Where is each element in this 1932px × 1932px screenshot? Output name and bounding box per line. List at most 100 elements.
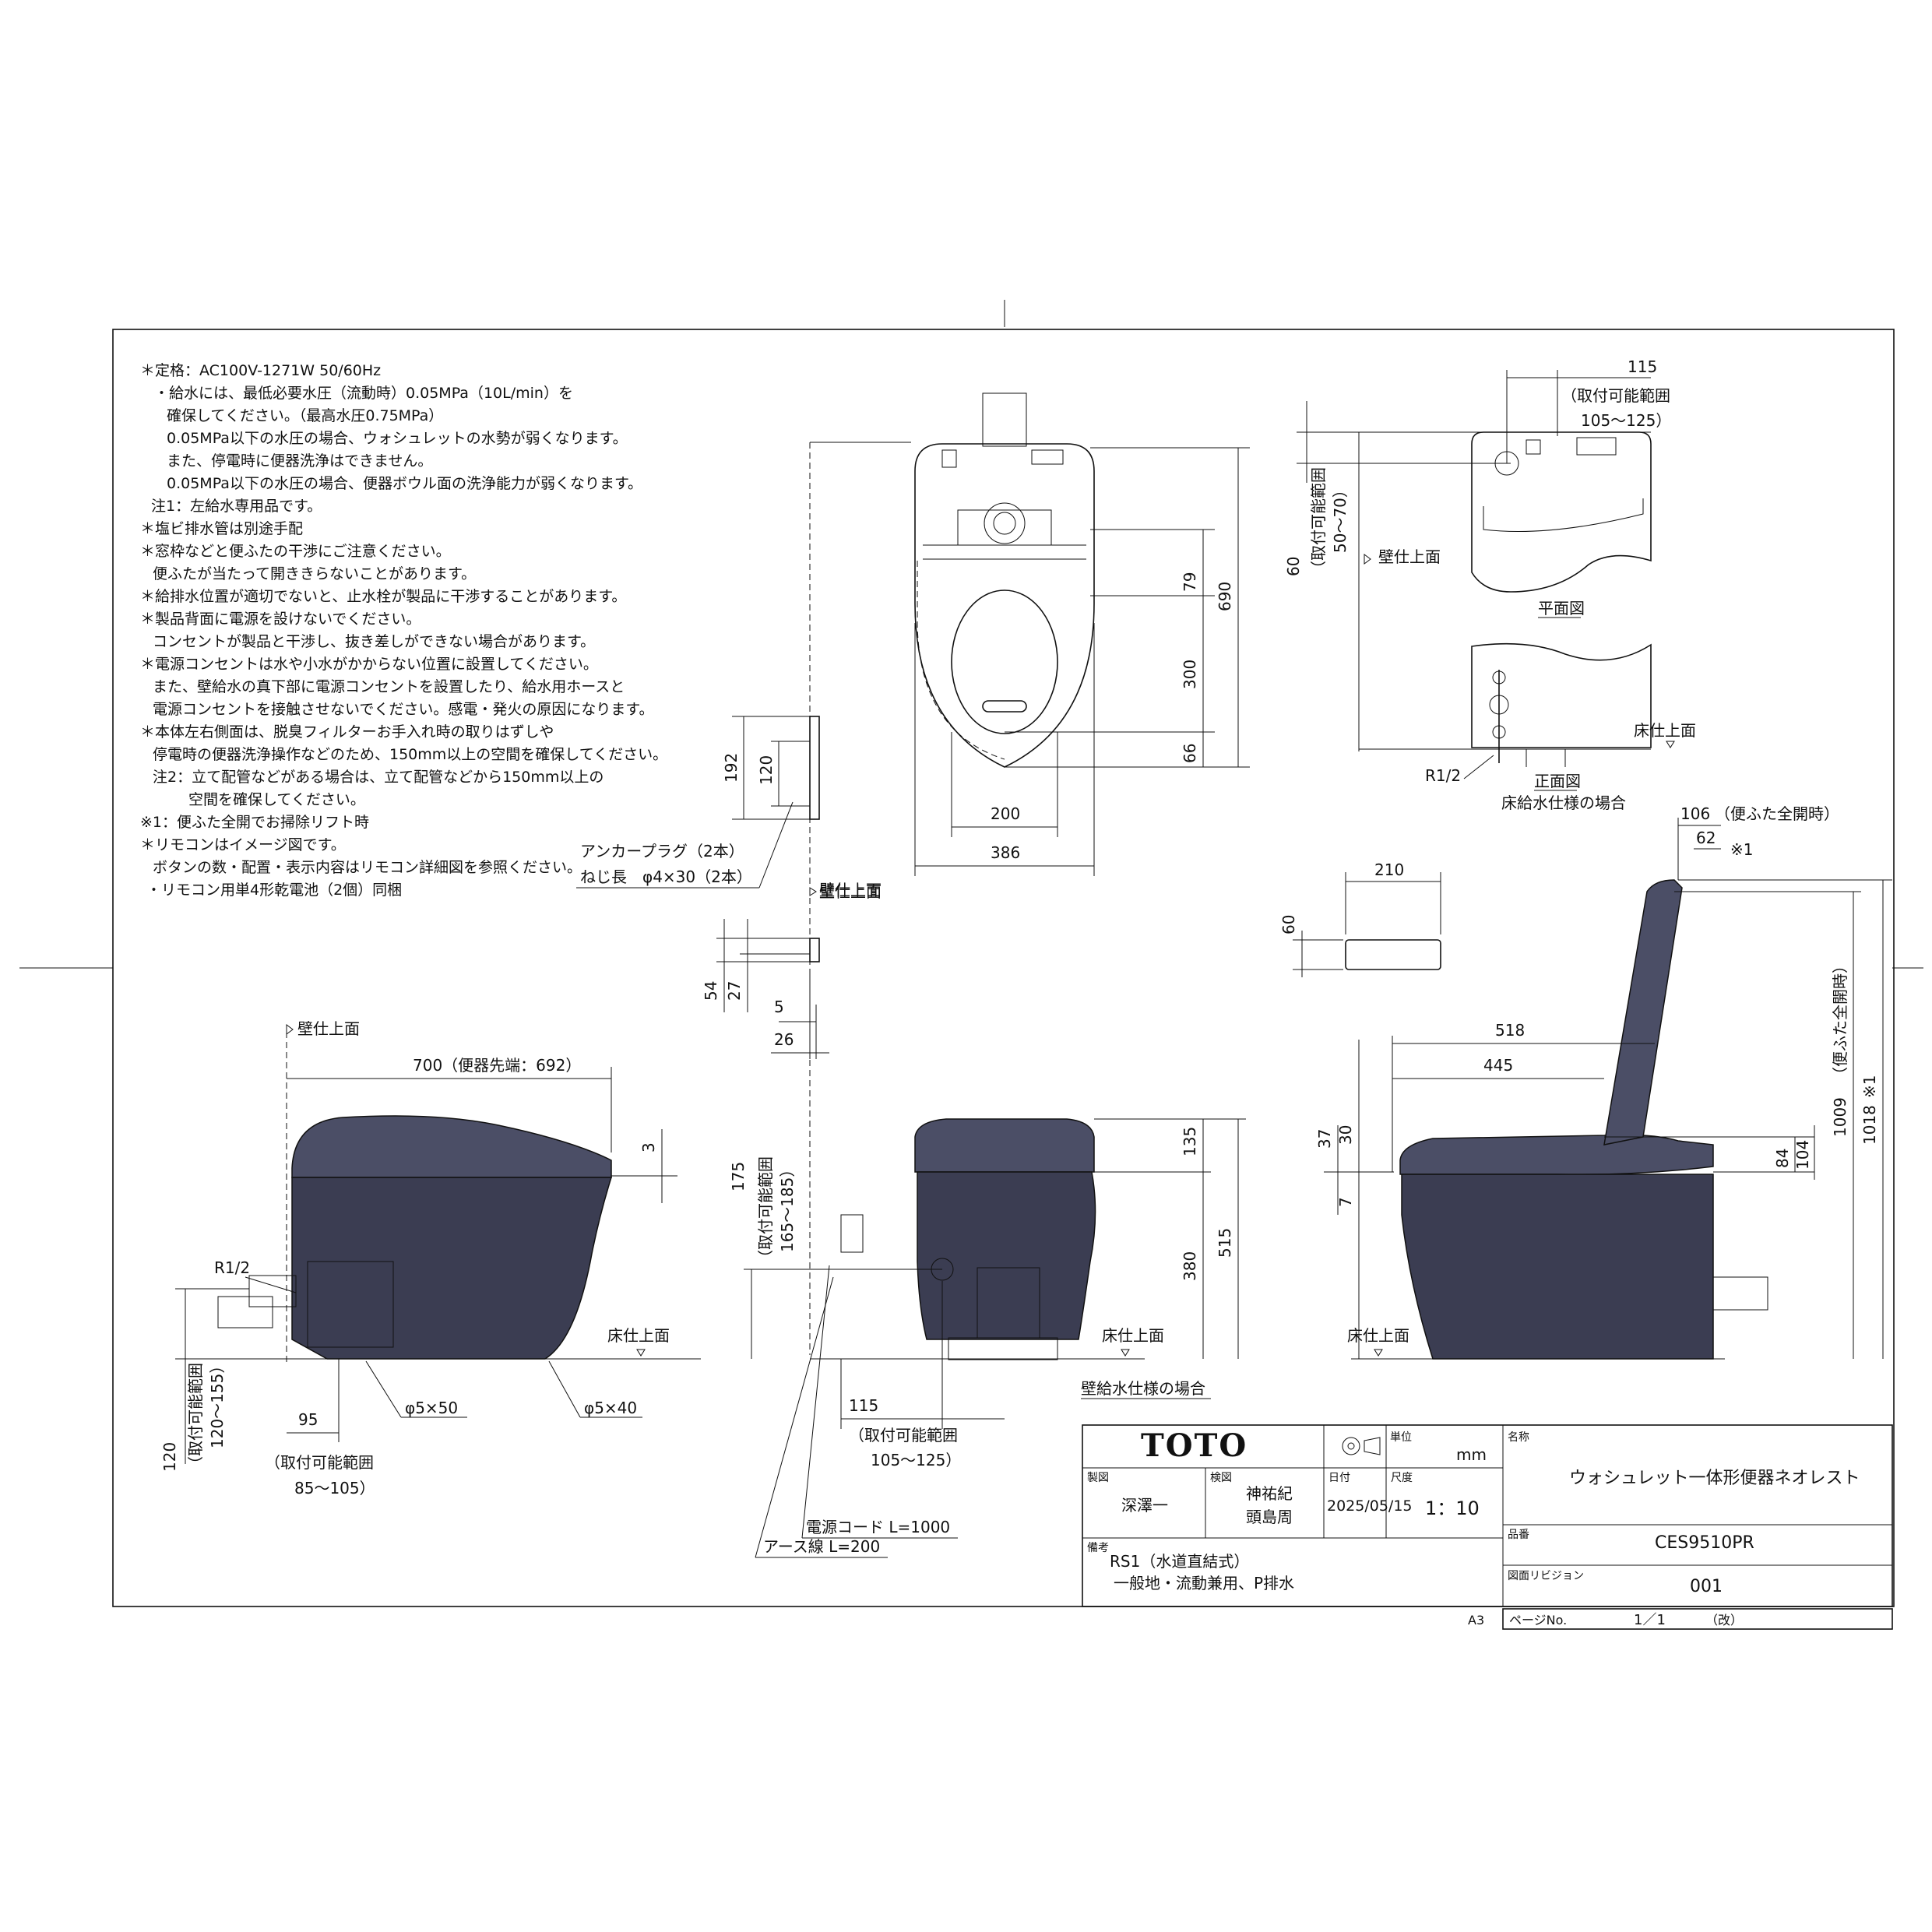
- note-line: 空間を確保してください。: [188, 791, 365, 808]
- drawn-by: 深澤一: [1121, 1496, 1168, 1515]
- power-cord-label: 電源コード L=1000: [806, 1518, 950, 1536]
- note-line: 電源コンセントを接触させないでください。感電・発火の原因になります。: [153, 701, 654, 718]
- drawing-frame: [112, 329, 1895, 1607]
- note-line: ・リモコン用単4形乾電池（2個）同梱: [146, 882, 402, 899]
- scale-value: 1：10: [1425, 1497, 1480, 1519]
- body-side: [291, 1177, 613, 1360]
- range-value: 105～125）: [1581, 411, 1671, 430]
- note-line: ボタンの数・配置・表示内容はリモコン詳細図を参照ください。: [153, 859, 582, 876]
- body-front: [917, 1171, 1096, 1340]
- remarks-line-2: 一般地・流動兼用、P排水: [1114, 1574, 1294, 1592]
- checked-by-2: 頭島周: [1246, 1508, 1293, 1526]
- dim-1018: 1018: [1860, 1105, 1879, 1145]
- dim-95: 95: [298, 1410, 318, 1429]
- note-line: ＊電源コンセントは水や小水がかからない位置に設置してください。: [140, 656, 598, 673]
- floor-face-label-side: 床仕上面: [607, 1326, 670, 1345]
- toilet-top-view: 690 79 300 66 200 386 192 120 アンカープラグ（2本…: [576, 392, 1250, 1355]
- note-line: 0.05MPa以下の水圧の場合、ウォシュレットの水勢が弱くなります。: [167, 430, 628, 447]
- checked-label: 検図: [1210, 1472, 1232, 1484]
- r12-label-side: R1/2: [214, 1258, 250, 1277]
- dim-104: 104: [1793, 1140, 1812, 1170]
- paper-size: A3: [1468, 1613, 1484, 1628]
- dim-37: 37: [1315, 1129, 1334, 1149]
- note-line: 確保してください。（最高水圧0.75MPa）: [167, 407, 443, 424]
- control-box: [1031, 449, 1064, 465]
- dim-106: 106: [1680, 804, 1710, 823]
- plan-detail: [1483, 498, 1644, 532]
- dim-66: 66: [1181, 744, 1199, 763]
- remarks-line-1: RS1（水道直結式）: [1110, 1552, 1249, 1571]
- note-line: 注2：立て配管などがある場合は、立て配管などから150mm以上の: [153, 769, 604, 786]
- dim-84: 84: [1773, 1149, 1792, 1168]
- model-value: CES9510PR: [1655, 1533, 1754, 1553]
- note-line: コンセントが製品と干渉し、抜き差しができない場合があります。: [153, 633, 595, 650]
- page-row: [1502, 1608, 1893, 1630]
- scale-label: 尺度: [1391, 1472, 1413, 1484]
- range-label: （取付可能範囲: [849, 1426, 958, 1445]
- name-label: 名称: [1508, 1431, 1529, 1444]
- remote-top-detail: 210 60: [1279, 860, 1441, 977]
- mark-1-top: ※1: [1730, 840, 1753, 859]
- dim-518: 518: [1495, 1021, 1525, 1040]
- projection-symbol: [1342, 1437, 1381, 1455]
- wall-face-label: 壁仕上面: [819, 882, 882, 901]
- phi-5x50-label: φ5×50: [405, 1399, 458, 1417]
- dim-690: 690: [1216, 582, 1234, 611]
- model-label: 品番: [1508, 1529, 1529, 1541]
- wall-face-label-2: 壁仕上面: [819, 881, 882, 899]
- earth-line: [755, 1276, 834, 1558]
- dim-30: 30: [1336, 1125, 1355, 1145]
- dim-3: 3: [639, 1142, 658, 1153]
- note-line: ＊リモコンはイメージ図です。: [140, 836, 346, 853]
- wall-face-label: 壁仕上面: [1378, 547, 1441, 566]
- drain-pipe-side: [217, 1296, 273, 1328]
- note-line: 停電時の便器洗浄操作などのため、150mm以上の空間を確保してください。: [153, 746, 667, 763]
- toilet-outline-top: [914, 443, 1095, 768]
- toilet-front-view: 床仕上面 135 380 515 175 （取付可能範囲 165～185） 11…: [729, 1118, 1246, 1558]
- note-line: 0.05MPa以下の水圧の場合、便器ボウル面の洗浄能力が弱くなります。: [167, 475, 642, 492]
- body-side-right: [1401, 1174, 1714, 1360]
- dim-26: 26: [774, 1030, 794, 1049]
- date-label: 日付: [1328, 1472, 1350, 1484]
- range-value: 165～185）: [778, 1162, 797, 1252]
- dim-54: 54: [702, 981, 720, 1001]
- hidden-line: [917, 561, 1005, 760]
- revision-label: 図面リビジョン: [1508, 1570, 1584, 1582]
- dim-200: 200: [991, 804, 1020, 823]
- note-line: ＊窓枠などと便ふたの干渉にご注意ください。: [140, 543, 451, 560]
- dim-1009: 1009: [1831, 1097, 1849, 1137]
- cord-line: [801, 1265, 830, 1539]
- dim-60-remote: 60: [1279, 915, 1298, 934]
- unit-label: 単位: [1390, 1431, 1412, 1444]
- bowl-nozzle: [982, 700, 1027, 713]
- drain-pipe-right: [1712, 1276, 1768, 1311]
- dim-210: 210: [1374, 860, 1404, 879]
- range-label: （取付可能範囲: [1309, 467, 1328, 576]
- range-label: （取付可能範囲: [1561, 386, 1670, 405]
- floor-face-label-right: 床仕上面: [1347, 1326, 1409, 1345]
- note-line: ＊塩ビ排水管は別途手配: [140, 520, 303, 537]
- dim-445: 445: [1483, 1056, 1513, 1075]
- remarks-label: 備考: [1087, 1542, 1109, 1554]
- leader-line: [245, 1276, 297, 1293]
- lid-hinge-line: [923, 544, 1086, 560]
- wall-face-marker: [1364, 554, 1371, 565]
- leader-line: [548, 1360, 581, 1418]
- page-label: ページNo.: [1509, 1613, 1567, 1628]
- floor-face-marker: [1121, 1349, 1130, 1357]
- front-view-title: 正面図: [1534, 772, 1581, 790]
- toilet-side-view: 壁仕上面 700（便器先端：692） 床仕上面 3 R1/2 120 （取付可能…: [160, 1019, 701, 1497]
- toilet-side-lid-open: 床仕上面 518 445 37 30 7 84 104 1009 （便ふた全開時…: [1315, 804, 1892, 1360]
- tank-detail: [957, 509, 1052, 545]
- range-value: 85～105）: [294, 1479, 375, 1497]
- supply-detail-side: [307, 1261, 394, 1348]
- wall-supply-case-label: 壁給水仕様の場合: [1081, 1379, 1205, 1398]
- range-value: 50～70）: [1331, 482, 1350, 553]
- outlet-box: [840, 1214, 864, 1253]
- mark-1: ※1: [1860, 1075, 1879, 1098]
- wall-face-marker: [286, 1024, 294, 1035]
- note-line: ＊本体左右側面は、脱臭フィルターお手入れ時の取りはずしや: [140, 723, 554, 741]
- notes-block: ＊定格：AC100V-1271W 50/60Hz ・給水には、最低必要水圧（流動…: [140, 362, 667, 899]
- note-line: ＊定格：AC100V-1271W 50/60Hz: [140, 362, 381, 379]
- note-line: ※1：便ふた全開でお掃除リフト時: [140, 814, 369, 831]
